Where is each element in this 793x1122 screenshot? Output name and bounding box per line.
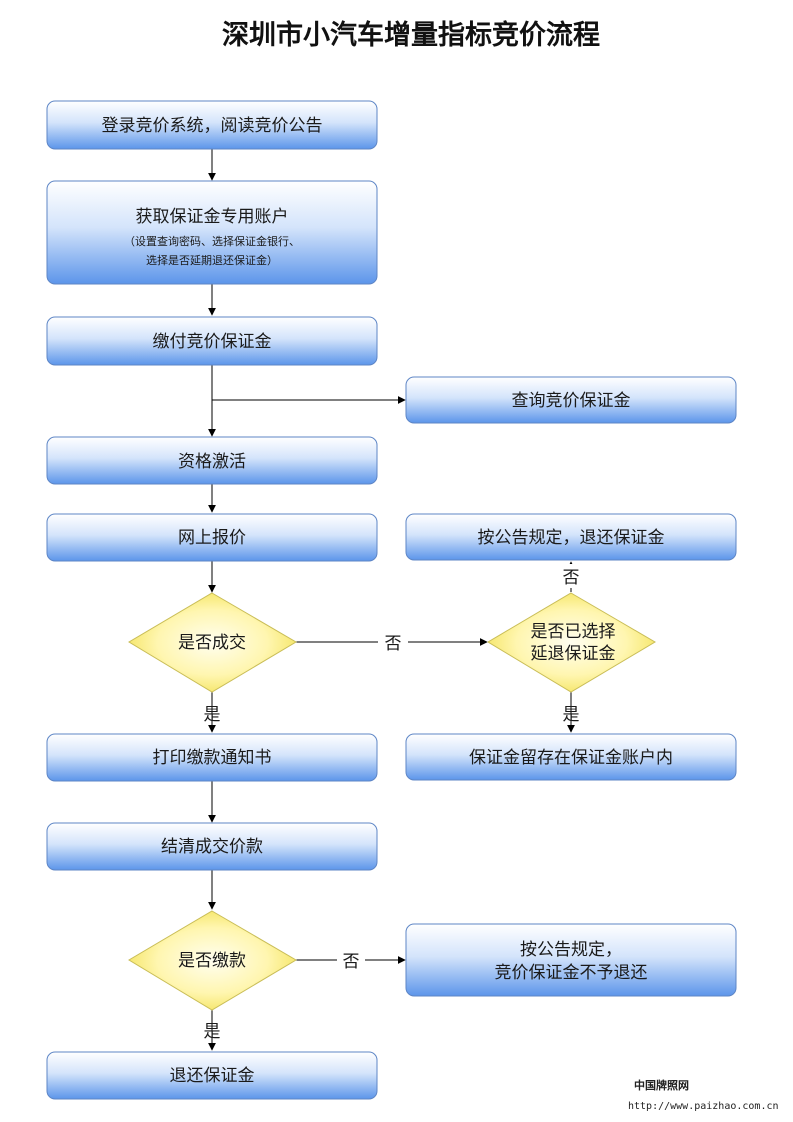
- node-refund-per-notice-label: 按公告规定，退还保证金: [478, 528, 665, 548]
- node-refund-per-notice: 按公告规定，退还保证金: [405, 513, 737, 561]
- node-paid-decision-label: 是否缴款: [178, 951, 246, 971]
- node-deposit-retained: 保证金留存在保证金账户内: [405, 733, 737, 781]
- page-title: 深圳市小汽车增量指标竞价流程: [222, 19, 600, 51]
- label-deferred-yes: 是: [563, 705, 580, 725]
- node-deal-decision: 是否成交: [128, 592, 297, 693]
- node-deferred-decision-label-1: 是否已选择: [531, 622, 616, 642]
- node-print-notice: 打印缴款通知书: [46, 733, 378, 782]
- node-login: 登录竞价系统，阅读竞价公告: [46, 100, 378, 150]
- footer-url: http://www.paizhao.com.cn: [628, 1101, 779, 1112]
- node-settle: 结清成交价款: [46, 822, 378, 871]
- node-no-refund-label-2: 竞价保证金不予退还: [495, 963, 648, 983]
- node-deferred-decision: 是否已选择 延退保证金: [487, 592, 656, 693]
- node-no-refund: 按公告规定， 竞价保证金不予退还: [405, 923, 737, 997]
- node-deferred-decision-label-2: 延退保证金: [531, 644, 616, 664]
- node-bid-online: 网上报价: [46, 513, 378, 562]
- node-pay-deposit: 缴付竞价保证金: [46, 316, 378, 366]
- node-print-notice-label: 打印缴款通知书: [153, 748, 272, 768]
- label-deal-yes: 是: [204, 705, 221, 725]
- node-bid-online-label: 网上报价: [178, 528, 246, 548]
- node-activate: 资格激活: [46, 436, 378, 485]
- node-account-label: 获取保证金专用账户: [136, 207, 289, 227]
- label-paid-yes: 是: [204, 1022, 221, 1042]
- node-query-deposit: 查询竞价保证金: [405, 376, 737, 424]
- node-deal-decision-label: 是否成交: [178, 633, 246, 653]
- node-pay-deposit-label: 缴付竞价保证金: [153, 332, 272, 352]
- node-deposit-retained-label: 保证金留存在保证金账户内: [469, 748, 673, 768]
- node-login-label: 登录竞价系统，阅读竞价公告: [102, 116, 323, 136]
- node-account: 获取保证金专用账户 （设置查询密码、选择保证金银行、 选择是否延期退还保证金）: [46, 180, 378, 285]
- label-paid-no: 否: [343, 952, 360, 972]
- footer-site-name: 中国牌照网: [634, 1078, 689, 1092]
- node-activate-label: 资格激活: [178, 452, 246, 472]
- label-deal-no: 否: [385, 634, 402, 654]
- node-query-deposit-label: 查询竞价保证金: [512, 391, 631, 411]
- node-refund: 退还保证金: [46, 1051, 378, 1100]
- node-account-note-2: 选择是否延期退还保证金）: [146, 253, 278, 267]
- node-settle-label: 结清成交价款: [161, 837, 263, 857]
- label-deferred-no: 否: [563, 568, 580, 588]
- node-paid-decision: 是否缴款: [128, 910, 297, 1011]
- node-refund-label: 退还保证金: [170, 1066, 255, 1086]
- node-account-note-1: （设置查询密码、选择保证金银行、: [124, 234, 300, 248]
- node-no-refund-label-1: 按公告规定，: [520, 940, 622, 960]
